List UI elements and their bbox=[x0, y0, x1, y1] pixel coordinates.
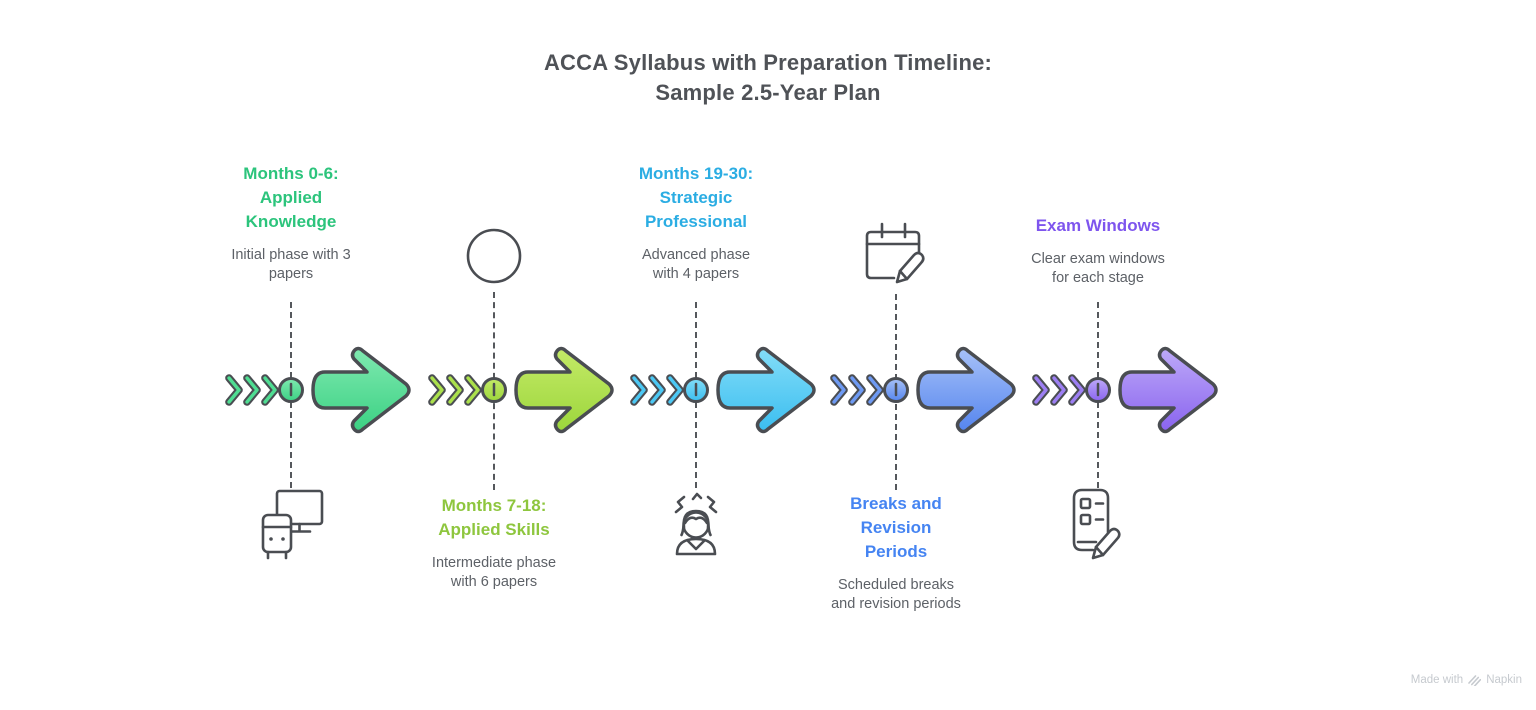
timeline-arrow-applied-skills bbox=[428, 346, 614, 434]
napkin-logo-icon bbox=[1468, 675, 1482, 686]
big-arrow-icon bbox=[716, 346, 816, 434]
big-arrow-icon bbox=[1118, 346, 1218, 434]
stage-subtitle: Intermediate phase with 6 papers bbox=[431, 555, 557, 590]
calendar-pencil-icon bbox=[862, 220, 930, 292]
stage-label-exam-windows: Exam Windows Clear exam windows for each… bbox=[1018, 214, 1178, 288]
triple-chevron-icon bbox=[428, 374, 482, 406]
triple-chevron-icon bbox=[630, 374, 684, 406]
stage-title: Exam Windows bbox=[1035, 216, 1161, 235]
page-title-line1: ACCA Syllabus with Preparation Timeline: bbox=[543, 50, 993, 75]
timeline-arrow-strategic-professional bbox=[630, 346, 816, 434]
stage-title: Breaks and Revision Periods bbox=[850, 494, 942, 561]
triple-chevron-icon bbox=[830, 374, 884, 406]
checklist-pencil-icon bbox=[1068, 486, 1130, 566]
stage-label-strategic-professional: Months 19-30: Strategic Professional Adv… bbox=[616, 162, 776, 284]
big-arrow-icon bbox=[916, 346, 1016, 434]
page-title-line2: Sample 2.5-Year Plan bbox=[655, 80, 881, 105]
stage-title: Months 7-18: Applied Skills bbox=[438, 496, 550, 539]
page-title: ACCA Syllabus with Preparation Timeline:… bbox=[0, 48, 1536, 108]
circle-icon bbox=[465, 227, 523, 285]
timeline-arrow-breaks-revision bbox=[830, 346, 1016, 434]
stage-subtitle: Clear exam windows for each stage bbox=[1031, 251, 1165, 286]
stage-label-breaks-revision: Breaks and Revision Periods Scheduled br… bbox=[816, 492, 976, 614]
watermark: Made with Napkin bbox=[1411, 674, 1522, 686]
triple-chevron-icon bbox=[1032, 374, 1086, 406]
stage-subtitle: Scheduled breaks and revision periods bbox=[831, 577, 961, 612]
big-arrow-icon bbox=[311, 346, 411, 434]
stage-subtitle: Advanced phase with 4 papers bbox=[641, 247, 751, 282]
timeline-arrow-exam-windows bbox=[1032, 346, 1218, 434]
stage-subtitle: Initial phase with 3 papers bbox=[231, 247, 351, 282]
triple-chevron-icon bbox=[225, 374, 279, 406]
watermark-prefix: Made with bbox=[1410, 674, 1464, 686]
watermark-brand: Napkin bbox=[1486, 674, 1522, 686]
stage-title: Months 19-30: Strategic Professional bbox=[638, 164, 754, 231]
timeline-arrow-applied-knowledge bbox=[225, 346, 411, 434]
big-arrow-icon bbox=[514, 346, 614, 434]
stage-label-applied-skills: Months 7-18: Applied Skills Intermediate… bbox=[414, 494, 574, 592]
stage-title: Months 0-6: Applied Knowledge bbox=[243, 164, 339, 231]
stage-label-applied-knowledge: Months 0-6: Applied Knowledge Initial ph… bbox=[211, 162, 371, 284]
stressed-person-icon bbox=[663, 486, 729, 564]
workstation-icon bbox=[260, 488, 326, 560]
